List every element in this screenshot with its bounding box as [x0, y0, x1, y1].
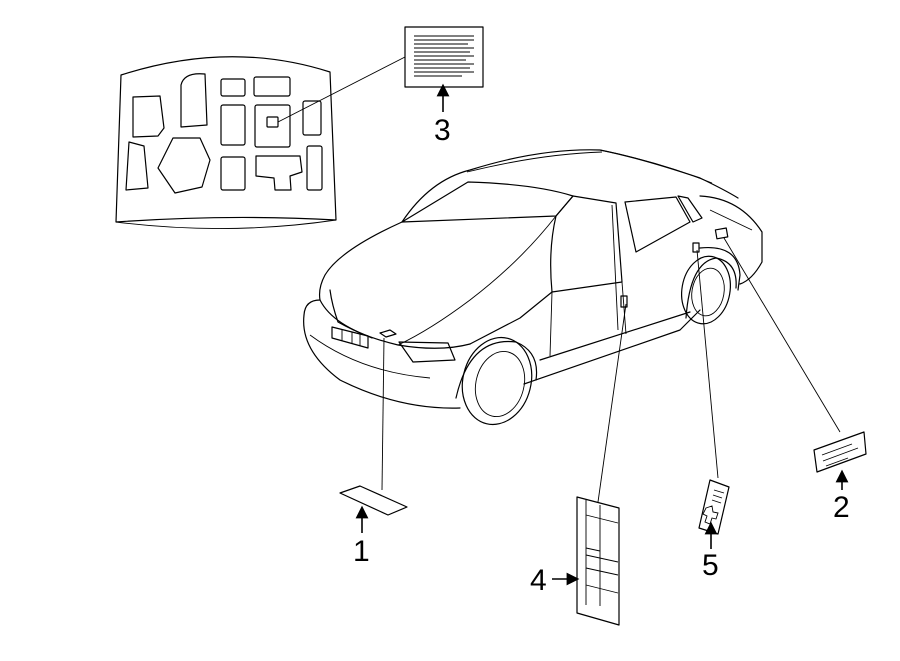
leader-line-2 — [723, 237, 841, 433]
emission-label-part — [404, 26, 484, 88]
hood-panel — [115, 56, 337, 229]
leader-line-1 — [381, 337, 385, 491]
callout-3: 3 — [434, 114, 451, 147]
radiator-cap-label-part — [339, 485, 408, 516]
leader-line-5 — [696, 249, 719, 479]
callout-5: 5 — [702, 549, 719, 582]
caution-label-part — [698, 479, 730, 535]
leader-line-3 — [277, 56, 406, 123]
tire-placard-part — [576, 496, 620, 626]
callout-4: 4 — [530, 564, 547, 597]
fuel-label-part — [813, 431, 867, 473]
vehicle-illustration — [303, 149, 763, 426]
leader-line-4 — [597, 303, 627, 503]
callout-2: 2 — [833, 491, 850, 524]
callout-1: 1 — [353, 535, 370, 568]
